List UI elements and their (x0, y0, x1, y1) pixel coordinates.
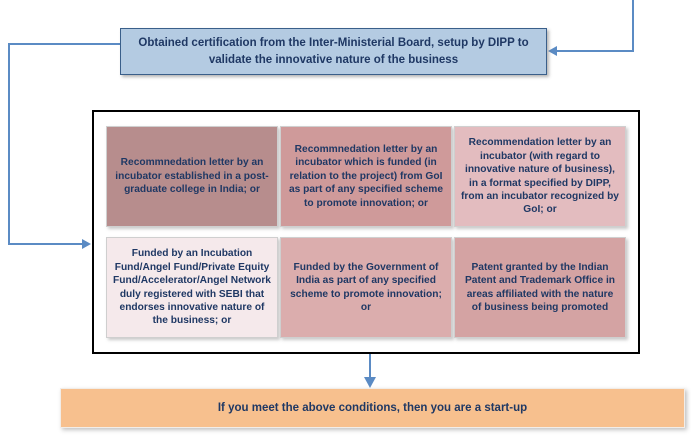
condition-label: Recommendation letter by an incubator (w… (461, 137, 619, 216)
condition-label: Funded by the Government of India as par… (290, 261, 442, 313)
connector-left-bottom-horizontal (8, 243, 83, 245)
condition-box-patent-granted: Patent granted by the Indian Patent and … (454, 237, 626, 338)
connector-right-horizontal (557, 50, 633, 52)
arrowhead-into-conditions-left (82, 239, 91, 249)
conditions-container: Recommnedation letter by an incubator es… (92, 110, 640, 354)
condition-label: Recommnedation letter by an incubator wh… (288, 143, 443, 209)
condition-label: Funded by an Incubation Fund/Angel Fund/… (113, 248, 271, 327)
connector-bottom-vertical (369, 354, 371, 378)
certification-box: Obtained certification from the Inter-Mi… (120, 28, 547, 75)
conditions-row-1: Recommnedation letter by an incubator es… (102, 121, 630, 232)
condition-box-sebi-fund: Funded by an Incubation Fund/Angel Fund/… (106, 237, 278, 338)
connector-right-vertical (632, 0, 634, 52)
condition-box-government-funded: Funded by the Government of India as par… (280, 237, 452, 338)
connector-left-top-horizontal (8, 43, 121, 45)
certification-box-label: Obtained certification from the Inter-Mi… (138, 36, 529, 66)
conditions-row-2: Funded by an Incubation Fund/Angel Fund/… (102, 232, 630, 343)
arrowhead-into-cert-box-right (548, 46, 557, 56)
condition-box-incubator-dipp-format: Recommendation letter by an incubator (w… (454, 126, 626, 227)
result-box: If you meet the above conditions, then y… (60, 388, 685, 428)
condition-label: Recommnedation letter by an incubator es… (115, 157, 269, 196)
result-box-label: If you meet the above conditions, then y… (217, 402, 528, 414)
condition-box-incubator-goi-funded: Recommnedation letter by an incubator wh… (280, 126, 452, 227)
connector-left-vertical (8, 43, 10, 245)
arrowhead-into-result-box (364, 377, 376, 388)
condition-box-incubator-college: Recommnedation letter by an incubator es… (106, 126, 278, 227)
condition-label: Patent granted by the Indian Patent and … (464, 261, 616, 313)
